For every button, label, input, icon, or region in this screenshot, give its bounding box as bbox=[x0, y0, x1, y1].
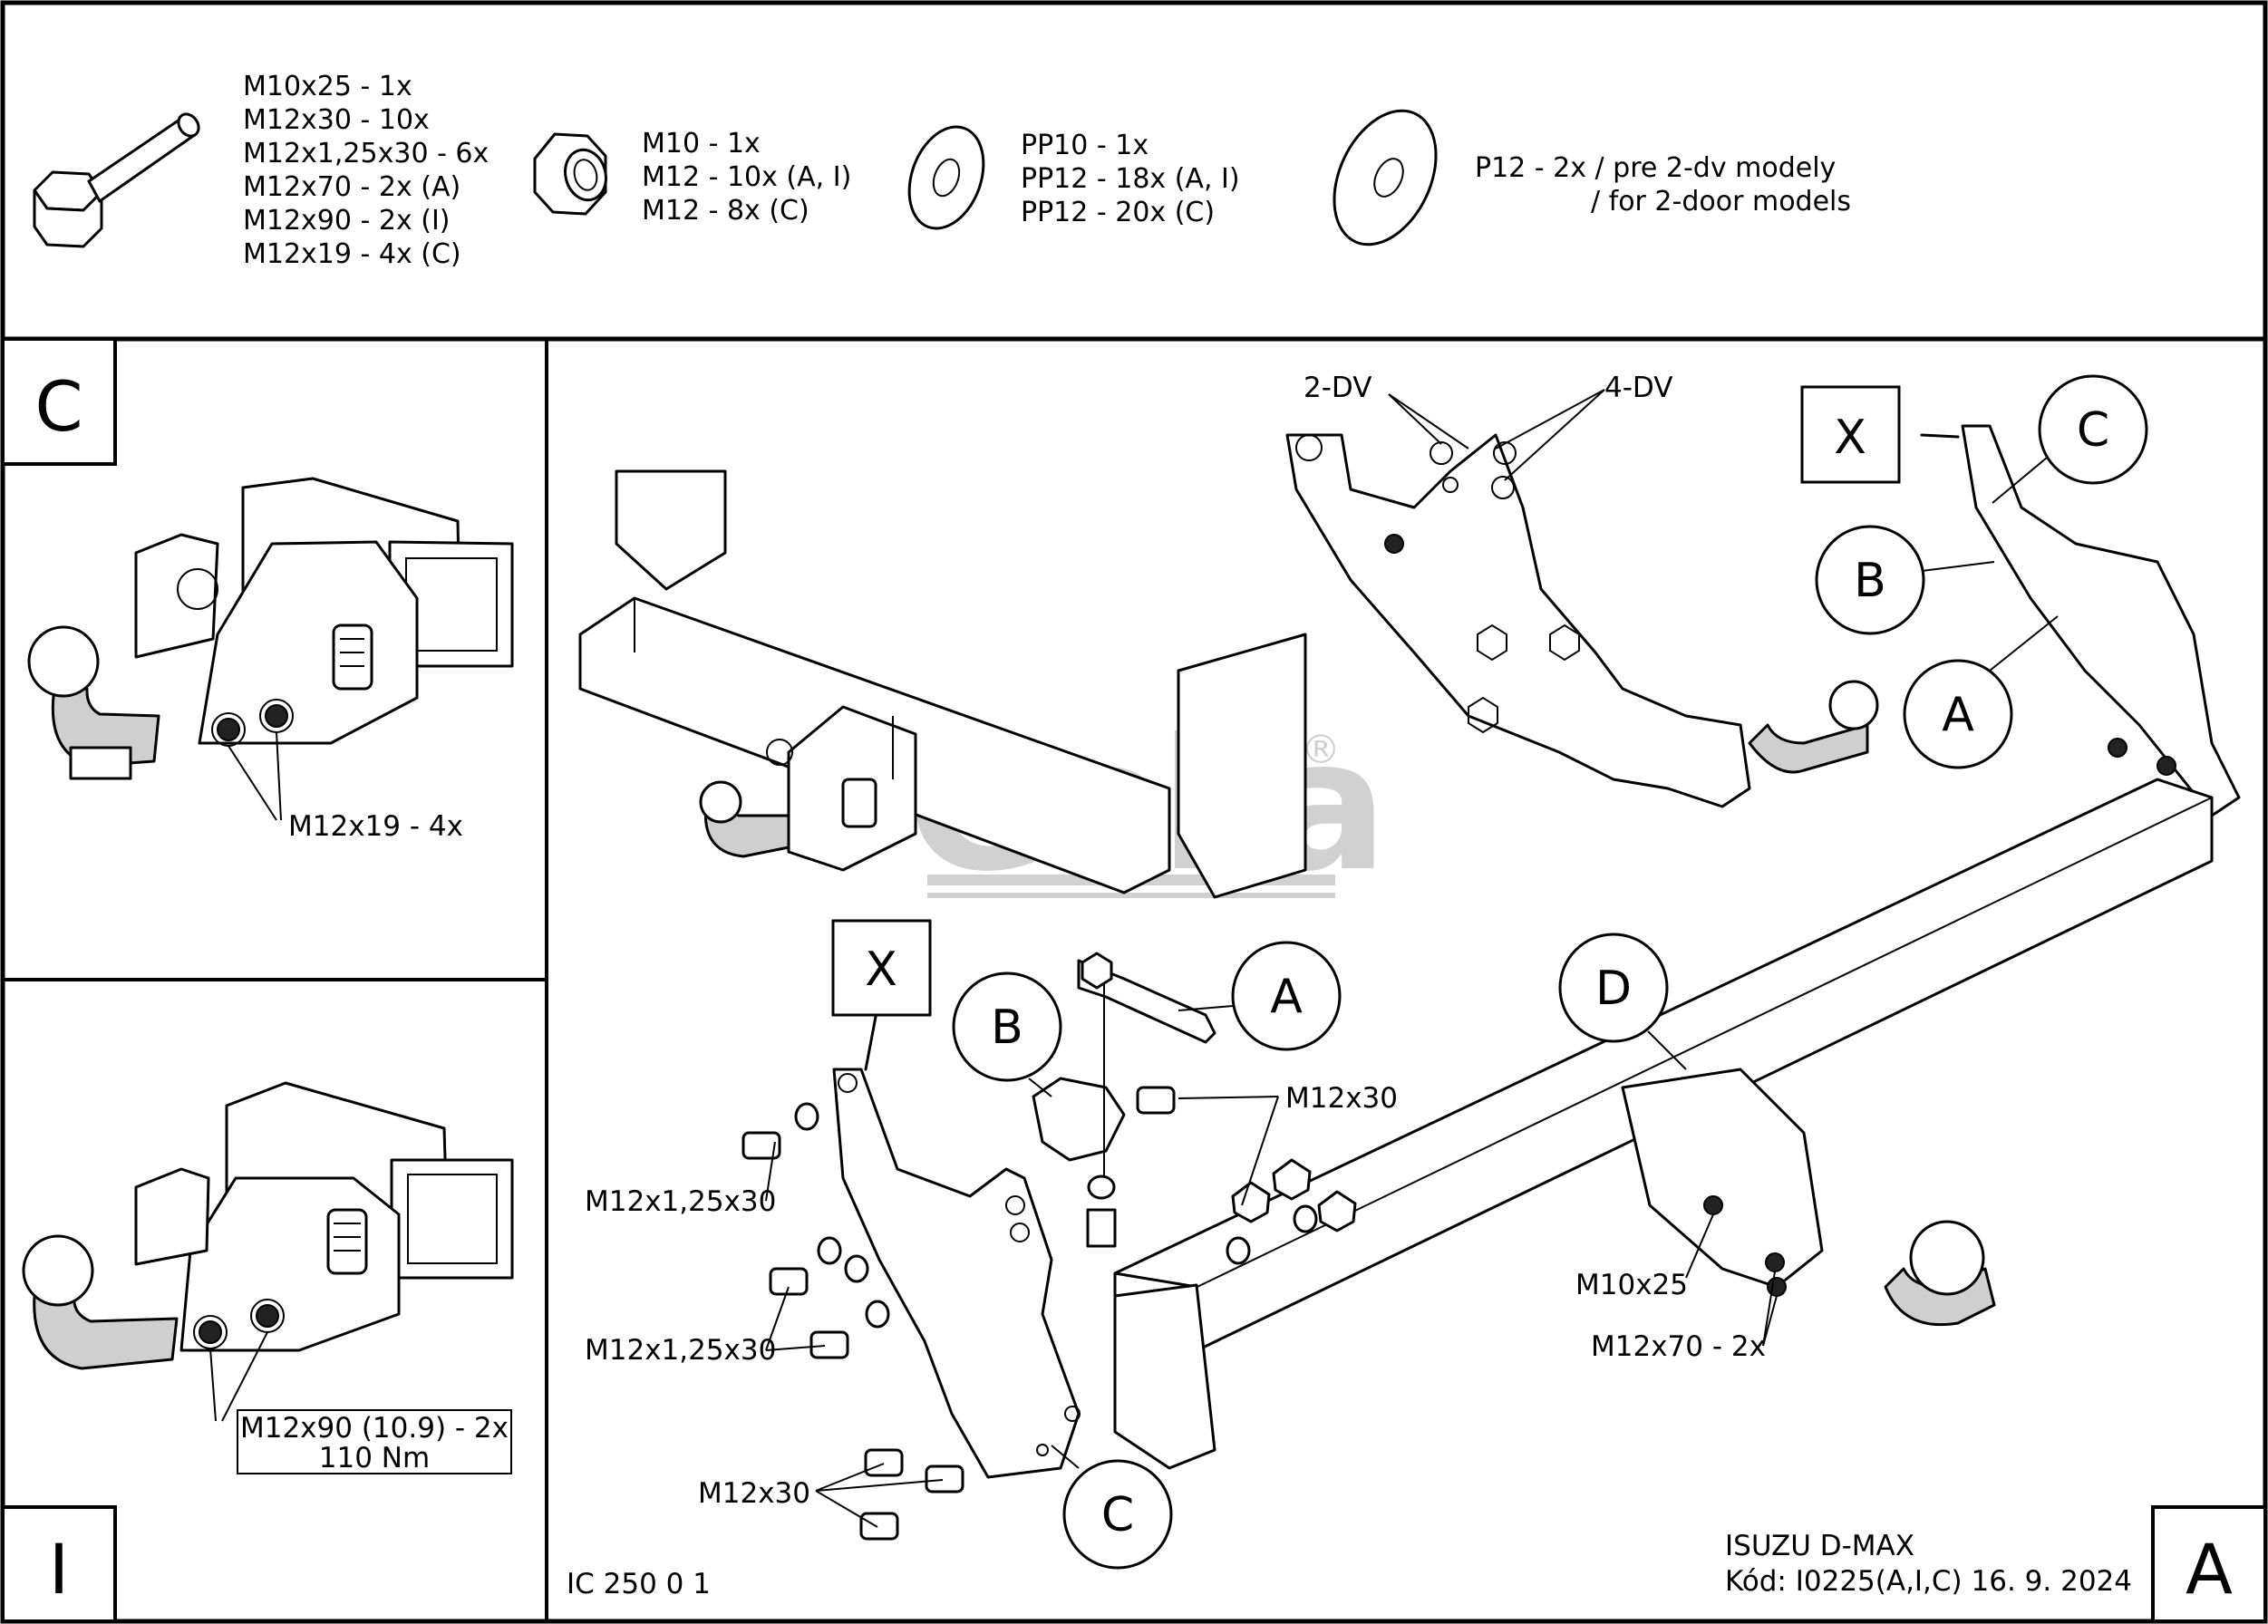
callout-m10x25: M10x25 bbox=[1575, 1269, 1688, 1301]
circle-d: D bbox=[1558, 933, 1687, 1070]
hardware-large-washer-icon bbox=[1333, 109, 1438, 246]
circle-c-top: C bbox=[1992, 374, 2148, 504]
large-washer-line-1: P12 - 2x / pre 2-dv modely bbox=[1475, 152, 1836, 184]
towbar-overview bbox=[578, 469, 1307, 899]
washer-line-2: PP12 - 18x (A, I) bbox=[1021, 163, 1240, 195]
x-label-bottom: X bbox=[865, 942, 897, 997]
footer-vehicle: ISUZU D-MAX bbox=[1725, 1530, 1914, 1562]
bolt-line-2: M12x30 - 10x bbox=[243, 104, 430, 136]
panel-i-callout-line2: 110 Nm bbox=[319, 1442, 430, 1474]
washer-line-1: PP10 - 1x bbox=[1021, 130, 1149, 161]
label-2-door: 2-DV bbox=[1304, 372, 1371, 404]
panel-i-badge-box bbox=[1, 1505, 117, 1623]
svg-text:D: D bbox=[1595, 962, 1632, 1016]
bolt-line-4: M12x70 - 2x (A) bbox=[243, 171, 460, 203]
svg-text:B: B bbox=[991, 1000, 1023, 1055]
hardware-bolts-list: M10x25 - 1x M12x30 - 10x M12x1,25x30 - 6… bbox=[243, 71, 489, 270]
panel-a-badge: A bbox=[2186, 1529, 2233, 1610]
x-box-top bbox=[1800, 385, 1901, 484]
callout-m12x30-right: M12x30 bbox=[1285, 1082, 1398, 1115]
svg-text:A: A bbox=[1270, 970, 1303, 1024]
nut-line-1: M10 - 1x bbox=[642, 128, 761, 160]
footer-code-line: Kód: I0225(A,I,C) 16. 9. 2024 bbox=[1725, 1565, 2132, 1598]
svg-text:A: A bbox=[1942, 688, 1974, 742]
exploded-parts bbox=[741, 952, 1357, 1541]
svg-text:C: C bbox=[2077, 403, 2109, 458]
hardware-nut-icon bbox=[533, 132, 607, 216]
panel-i-badge: I bbox=[49, 1529, 69, 1610]
bolt-line-3: M12x1,25x30 - 6x bbox=[243, 138, 489, 169]
x-box-bottom bbox=[831, 919, 932, 1017]
callout-m12x125x30-b: M12x1,25x30 bbox=[585, 1334, 776, 1367]
bolt-line-1: M10x25 - 1x bbox=[243, 71, 412, 102]
x-label-top: X bbox=[1834, 411, 1866, 465]
hardware-bolt-icon bbox=[33, 112, 200, 248]
circle-c-bottom: C bbox=[1051, 1445, 1173, 1570]
svg-text:C: C bbox=[1101, 1488, 1134, 1542]
callout-m12x30-bottom: M12x30 bbox=[698, 1477, 810, 1510]
panel-a-badge-box bbox=[2151, 1505, 2267, 1623]
panel-c-badge: C bbox=[34, 366, 82, 447]
panel-i-callout-line1: M12x90 (10.9) - 2x bbox=[240, 1412, 509, 1445]
watermark-mark: ® bbox=[1301, 727, 1341, 773]
callout-m12x125x30-a: M12x1,25x30 bbox=[585, 1185, 776, 1218]
mounting-detail bbox=[1285, 389, 1879, 808]
bolt-line-6: M12x19 - 4x (C) bbox=[243, 238, 461, 270]
footer-code-left: IC 250 0 1 bbox=[567, 1568, 711, 1600]
circle-b-top: B bbox=[1815, 525, 1995, 635]
hardware-washers-list: PP10 - 1x PP12 - 18x (A, I) PP12 - 20x (… bbox=[1021, 130, 1240, 228]
circle-a-bottom: A bbox=[1178, 941, 1342, 1051]
svg-text:B: B bbox=[1854, 554, 1886, 608]
callout-m12x70: M12x70 - 2x bbox=[1591, 1330, 1766, 1363]
panel-c-badge-box bbox=[1, 337, 117, 466]
panel-i-towbar-illustration bbox=[22, 1081, 514, 1422]
panel-c-callout: M12x19 - 4x bbox=[288, 810, 463, 843]
large-washer-line-2: / for 2-door models bbox=[1591, 186, 1851, 218]
bolt-line-5: M12x90 - 2x (I) bbox=[243, 205, 451, 237]
circle-b-bottom: B bbox=[952, 972, 1062, 1097]
hardware-washer-icon bbox=[907, 125, 985, 230]
panel-c-towbar-illustration bbox=[27, 477, 514, 821]
nut-line-2: M12 - 10x (A, I) bbox=[642, 161, 851, 193]
label-4-door: 4-DV bbox=[1604, 372, 1672, 404]
nut-line-3: M12 - 8x (C) bbox=[642, 195, 809, 227]
hardware-large-washer-list: P12 - 2x / pre 2-dv modely / for 2-door … bbox=[1475, 152, 1851, 218]
panel-i-callout-box bbox=[237, 1409, 512, 1474]
hardware-nuts-list: M10 - 1x M12 - 10x (A, I) M12 - 8x (C) bbox=[642, 128, 851, 227]
circle-a-top: A bbox=[1903, 615, 2059, 769]
washer-line-3: PP12 - 20x (C) bbox=[1021, 197, 1215, 228]
